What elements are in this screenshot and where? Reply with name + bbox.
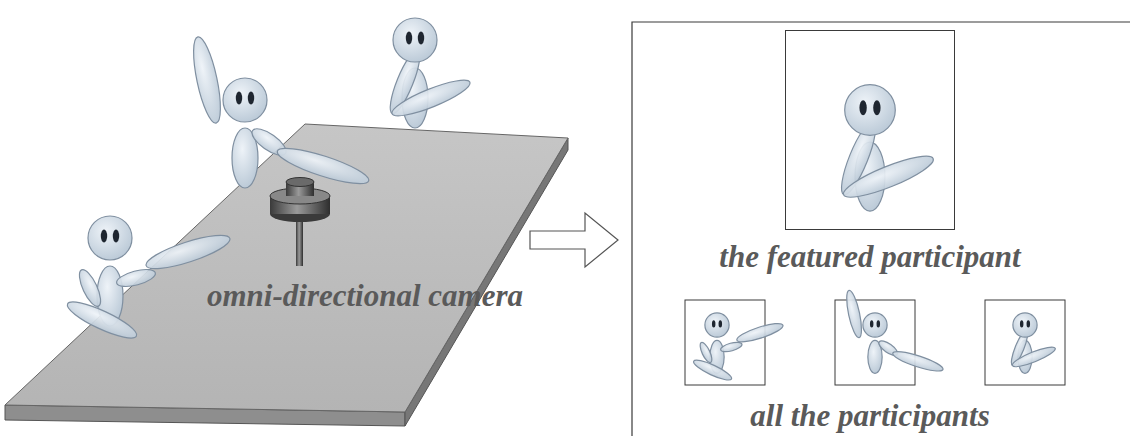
participant-figure	[1008, 313, 1057, 374]
figure-arm	[143, 229, 233, 275]
caption-label: omni-directional camera	[207, 280, 523, 311]
figure-arm	[692, 357, 734, 384]
figure-eye	[248, 92, 254, 105]
figure-arm	[840, 149, 937, 204]
figure-eye	[1020, 320, 1024, 327]
output-frame	[632, 22, 1130, 436]
figure-arm	[891, 348, 945, 375]
figure-head	[845, 85, 896, 136]
featured-figure	[835, 85, 937, 212]
participant-figure	[385, 18, 473, 128]
figure-eye	[406, 32, 412, 45]
figure-eye	[859, 100, 866, 115]
figure-arm	[735, 320, 784, 345]
figure-eye	[719, 320, 723, 327]
figure-eye	[1027, 320, 1031, 327]
camera-lens-top	[286, 178, 314, 187]
figure-eye	[418, 32, 424, 45]
figure-arm	[844, 289, 865, 339]
flow-arrow	[530, 213, 618, 267]
participant-thumbnail	[985, 300, 1065, 385]
figure-eye	[712, 320, 716, 327]
omni-directional-camera	[270, 178, 330, 267]
figure-eye	[877, 320, 881, 327]
participant-figure	[188, 35, 372, 190]
figure-arm	[389, 74, 474, 122]
figure-arm	[720, 340, 743, 353]
table-top	[5, 124, 568, 412]
figure-head	[705, 313, 729, 337]
figure-eye	[870, 320, 874, 327]
figure-arm	[64, 296, 140, 344]
featured-box: the featured participant	[785, 30, 955, 230]
participant-thumbnail	[835, 300, 915, 385]
figure-head	[393, 18, 437, 62]
figure-head	[1013, 313, 1037, 337]
figure-eye	[236, 92, 242, 105]
participant-figure	[692, 313, 785, 384]
figure-arm	[115, 266, 157, 290]
figure-eye	[113, 230, 119, 243]
figure-eye	[873, 100, 880, 115]
participant-thumbnail	[685, 300, 765, 385]
box-caption: the featured participant	[719, 241, 1020, 272]
figure-eye	[101, 230, 107, 243]
figure-head	[863, 313, 887, 337]
table	[5, 124, 568, 426]
figure-arm	[188, 35, 226, 125]
figure-head	[88, 216, 132, 260]
figure-arm	[1011, 344, 1058, 370]
figure-head	[223, 78, 267, 122]
caption-label: all the participants	[750, 400, 989, 431]
participant-figure	[844, 289, 945, 375]
figure-arm	[274, 142, 371, 191]
